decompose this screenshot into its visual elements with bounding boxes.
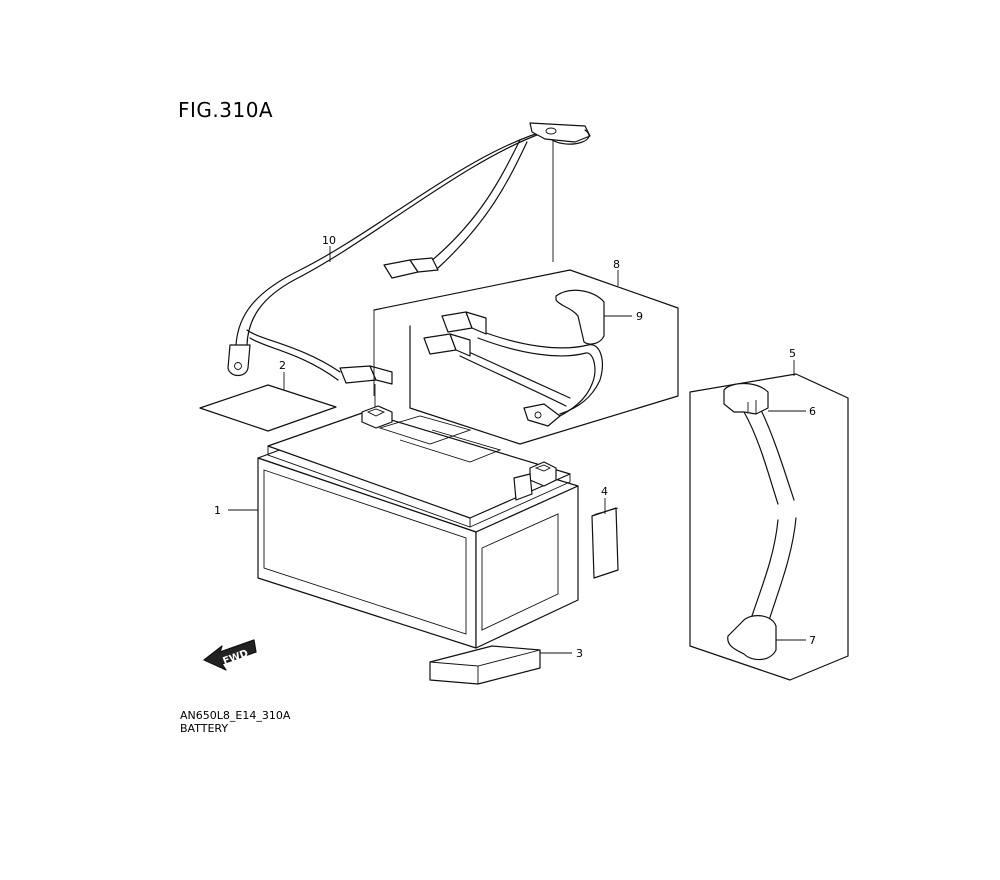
part-1-battery [257, 405, 579, 649]
callout-3: 3 [576, 647, 583, 660]
callout-5: 5 [789, 347, 796, 360]
part-3-block [429, 645, 541, 685]
fwd-arrow: FWD [203, 639, 257, 671]
callout-9: 9 [636, 310, 643, 323]
part-4-strip [591, 507, 619, 579]
callout-6: 6 [809, 405, 816, 418]
part-8-harness-box [373, 269, 679, 445]
callout-8: 8 [613, 258, 620, 271]
callout-2: 2 [279, 359, 286, 372]
callout-10: 10 [322, 234, 336, 247]
callout-1: 1 [214, 504, 221, 517]
callout-4: 4 [601, 485, 608, 498]
part-10-cable [227, 122, 591, 412]
model-code: AN650L8_E14_310A [180, 709, 291, 722]
figure-title: FIG.310A [178, 98, 274, 122]
callouts: 1 2 3 4 5 6 7 8 9 10 [214, 234, 816, 660]
section-name: BATTERY [180, 722, 229, 735]
part-2-pad [199, 384, 337, 432]
callout-7: 7 [809, 634, 816, 647]
part-5-cable-box [689, 373, 849, 681]
